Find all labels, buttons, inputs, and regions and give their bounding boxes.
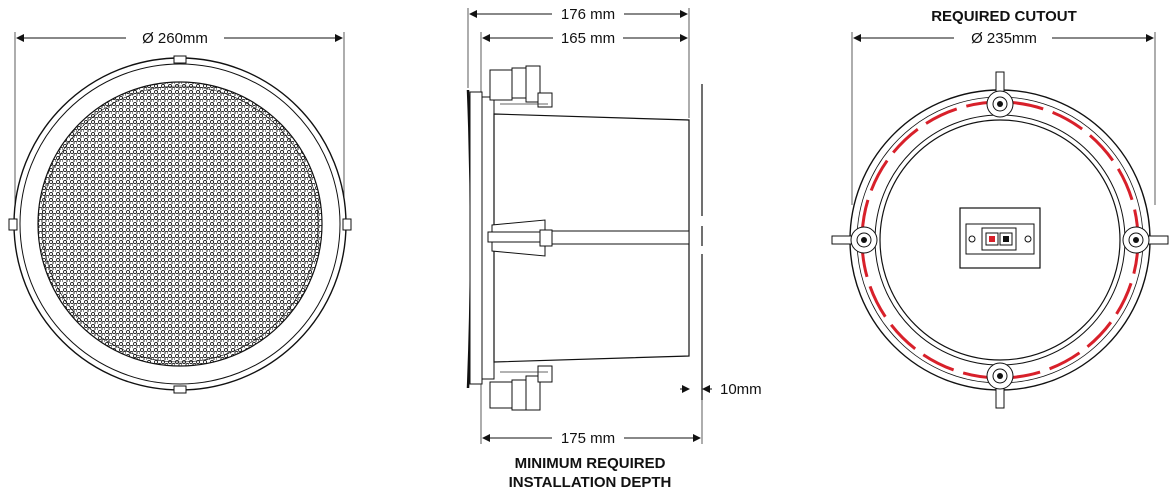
front-diameter-dimension: Ø 260mm [14,30,345,230]
rear-view: REQUIRED CUTOUT Ø 235mm [831,8,1169,409]
overall-depth-dimension: 176 mm [467,6,690,118]
mount-clip-right [1122,226,1169,254]
min-depth-label: 175 mm [561,430,615,447]
mount-clip-top [986,71,1014,118]
overall-depth-label: 176 mm [561,6,615,23]
speaker-side-outline [466,65,703,411]
mount-clip-left [831,226,878,254]
speaker-grille [37,81,323,367]
cutout-diameter-label: Ø 235mm [971,30,1037,47]
caption-line-1: MINIMUM REQUIRED [515,455,666,472]
terminal-block [959,207,1041,269]
body-depth-label: 165 mm [561,30,615,47]
body-depth-dimension: 165 mm [480,30,688,92]
cutout-diameter-dimension: Ø 235mm [851,30,1156,205]
clearance-label: 10mm [720,381,762,398]
front-diameter-label: Ø 260mm [142,30,208,47]
min-depth-dimension: 175 mm [480,384,703,447]
caption-line-2: INSTALLATION DEPTH [509,474,672,491]
side-view: 176 mm 165 mm [466,6,762,491]
rear-caption: REQUIRED CUTOUT [931,8,1077,25]
mount-clip-bottom [986,362,1014,409]
front-view: Ø 260mm [8,30,352,394]
clearance-dimension: 10mm [680,381,762,398]
